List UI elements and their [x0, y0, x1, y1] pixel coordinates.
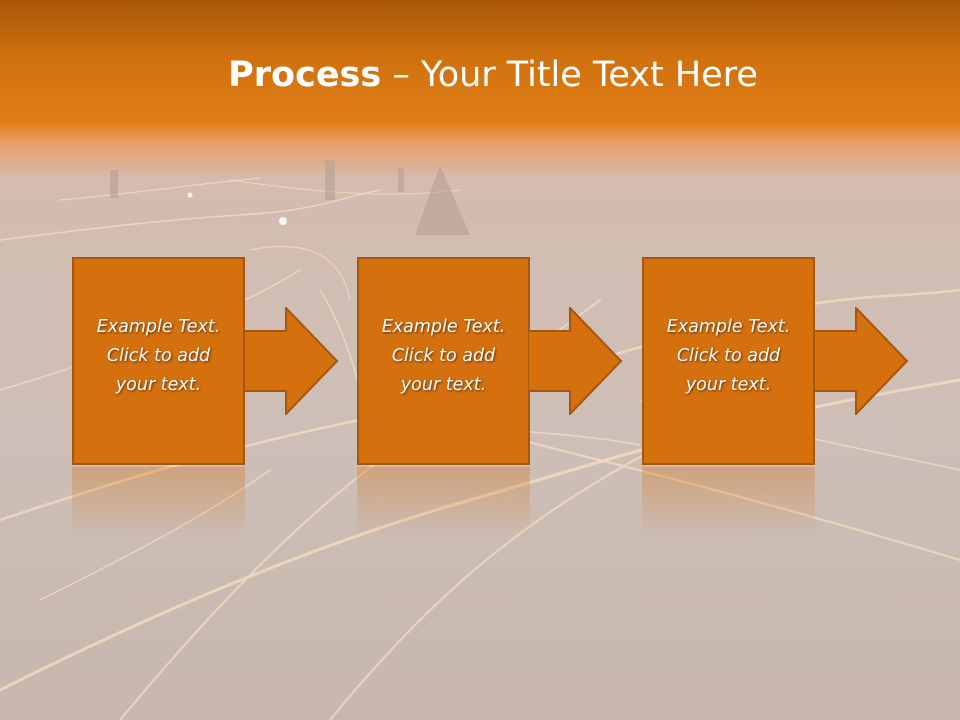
title-rest: – Your Title Text Here	[381, 55, 758, 95]
step-1-line-3: your text.	[115, 375, 202, 395]
step-1-box[interactable]: Example Text. Click to add your text.	[72, 257, 245, 465]
step-2-line-2: Click to add	[391, 346, 496, 366]
step-1-line-1: Example Text.	[96, 317, 221, 337]
title-bold: Process	[228, 55, 382, 95]
step-3-reflection	[642, 467, 815, 537]
step-2-line-3: your text.	[400, 375, 487, 395]
right-arrow-icon	[244, 307, 339, 415]
step-1-reflection	[72, 467, 245, 537]
right-arrow-icon	[814, 307, 909, 415]
step-3-line-3: your text.	[685, 375, 772, 395]
step-3-box[interactable]: Example Text. Click to add your text.	[642, 257, 815, 465]
step-2-box[interactable]: Example Text. Click to add your text.	[357, 257, 530, 465]
slide-title: Process – Your Title Text Here	[0, 52, 960, 98]
step-3-line-2: Click to add	[676, 346, 781, 366]
step-2-line-1: Example Text.	[381, 317, 506, 337]
right-arrow-icon	[528, 307, 623, 415]
step-3-line-1: Example Text.	[666, 317, 791, 337]
step-1-line-2: Click to add	[106, 346, 211, 366]
step-2-reflection	[357, 467, 530, 537]
